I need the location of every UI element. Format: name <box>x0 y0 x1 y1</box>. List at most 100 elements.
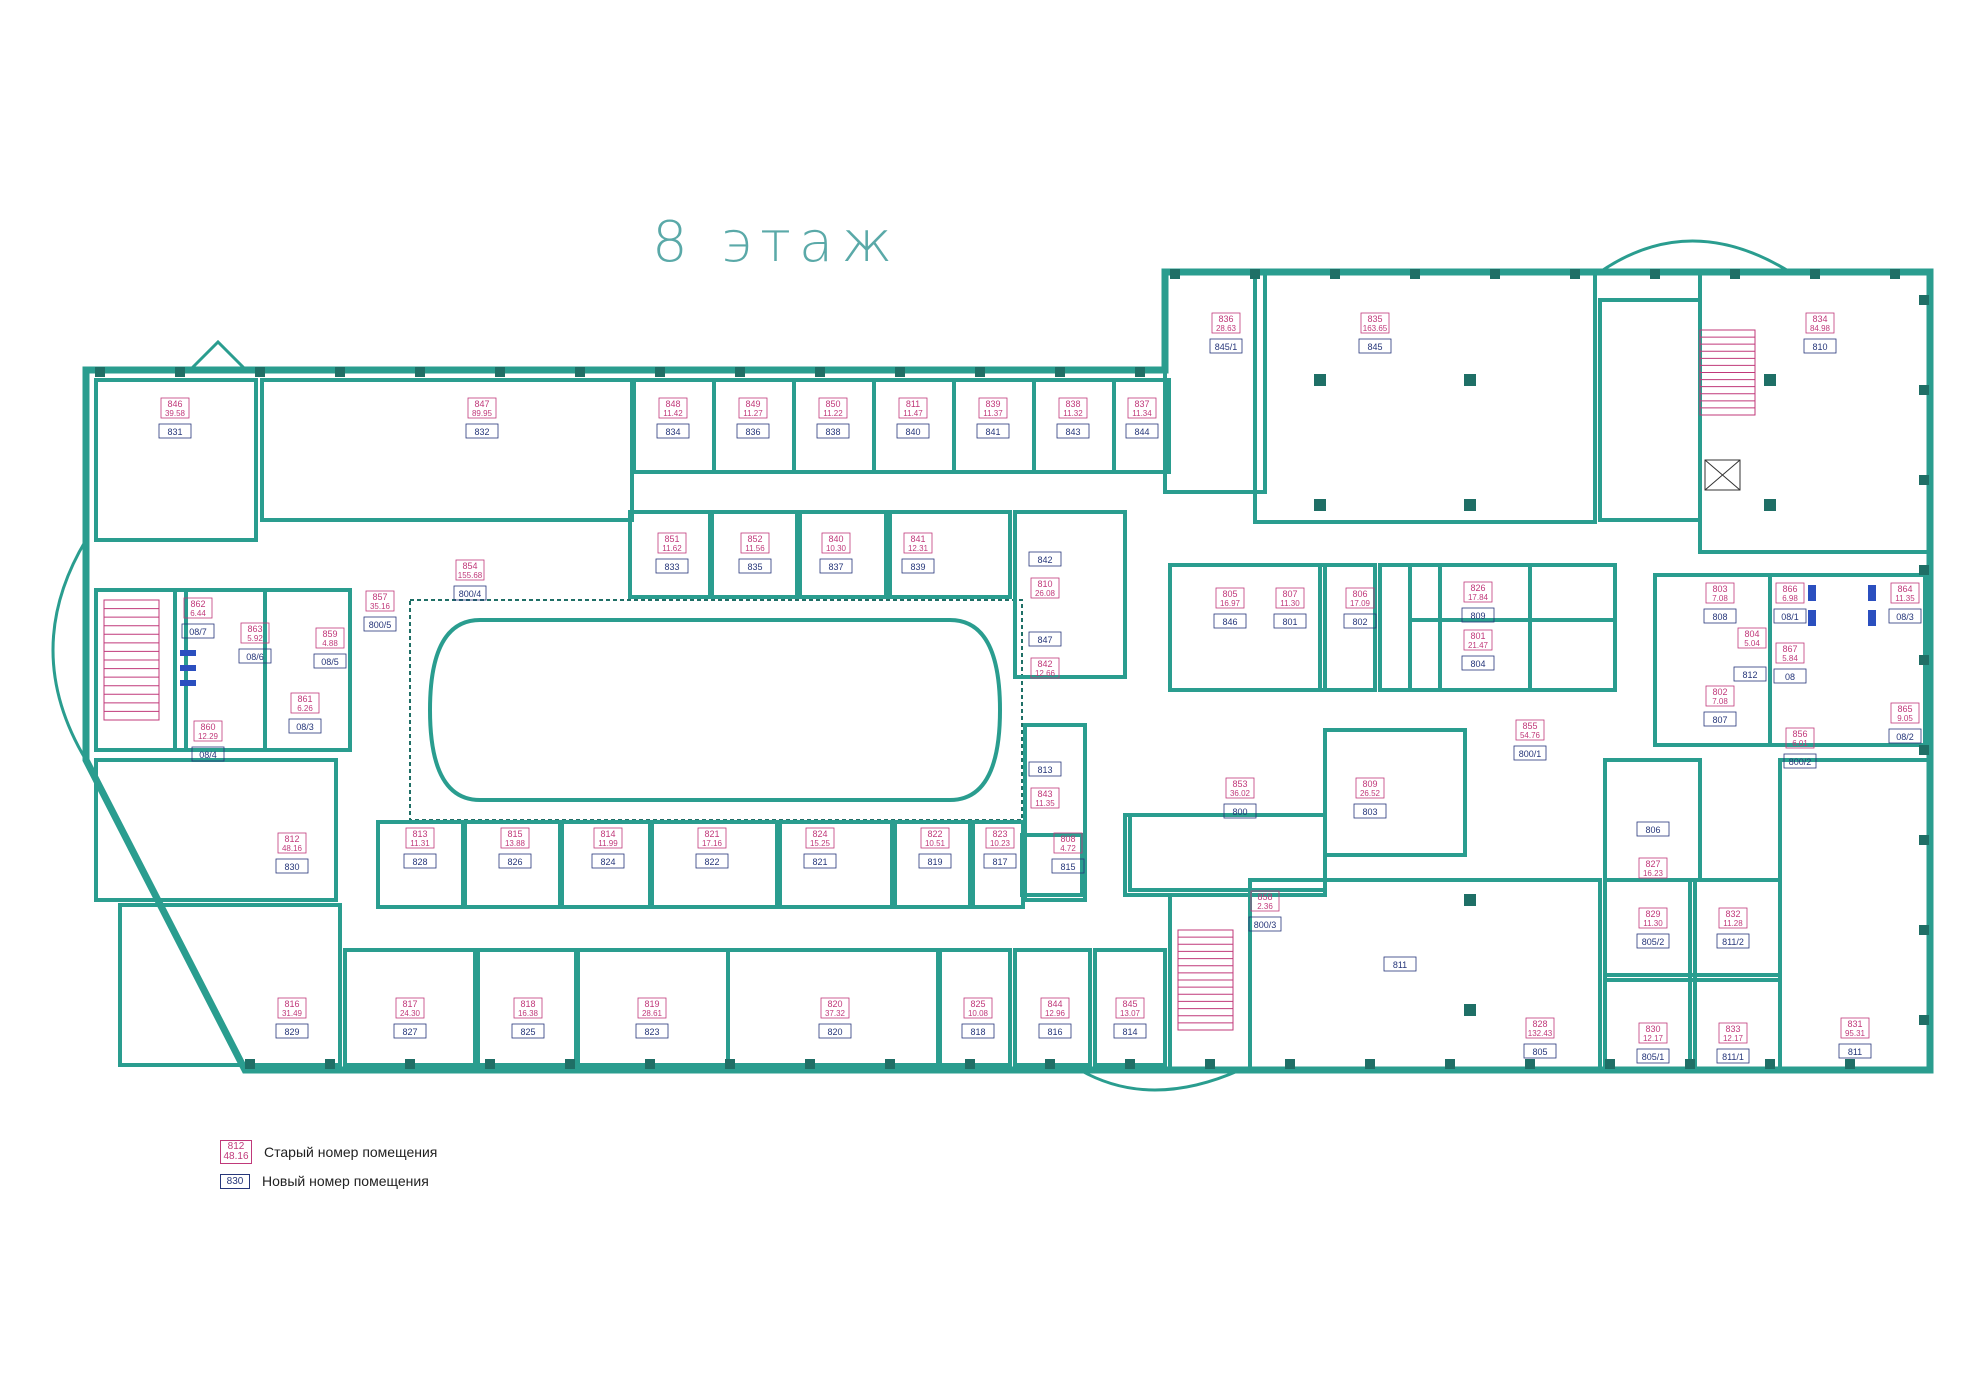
room-label: 806 <box>1636 821 1670 837</box>
column <box>325 1059 335 1069</box>
new-number-box <box>1636 933 1670 949</box>
new-number-box <box>655 558 689 574</box>
new-number-box <box>181 623 215 639</box>
room-831 <box>94 378 258 542</box>
old-room-number: 845 <box>1122 999 1137 1009</box>
column <box>245 1059 255 1069</box>
old-room-area: 39.58 <box>165 409 186 418</box>
new-number-box <box>1461 655 1495 671</box>
wc-fixture <box>180 680 196 686</box>
room-845-1 <box>1163 270 1267 494</box>
office-top <box>792 378 876 474</box>
new-number-box <box>511 1023 545 1039</box>
new-number-box <box>656 423 690 439</box>
old-room-number: 851 <box>664 534 679 544</box>
column <box>1314 374 1326 386</box>
old-room-number: 833 <box>1725 1024 1740 1034</box>
room-842 <box>1013 510 1127 679</box>
old-room-area: 84.98 <box>1810 324 1831 333</box>
new-room-number: 800/3 <box>1254 920 1277 930</box>
new-room-number: 08/3 <box>1896 612 1914 622</box>
new-number-box <box>819 558 853 574</box>
old-room-area: 17.16 <box>702 839 723 848</box>
old-number-box <box>1775 582 1805 604</box>
new-room-number: 08/6 <box>246 652 264 662</box>
old-room-area: 10.30 <box>826 544 847 553</box>
old-number-box <box>818 397 848 419</box>
new-room-number: 800 <box>1232 807 1247 817</box>
room-804 <box>1408 618 1617 692</box>
elevator <box>1704 459 1741 491</box>
column <box>415 367 425 377</box>
column <box>1410 269 1420 279</box>
new-number-box <box>275 858 309 874</box>
old-number-box <box>1127 397 1157 419</box>
old-room-area: 28.63 <box>1216 324 1237 333</box>
old-room-area: 11.37 <box>983 409 1003 418</box>
old-number-box <box>738 397 768 419</box>
new-number-box <box>1773 668 1807 684</box>
new-number-box <box>1383 956 1417 972</box>
column <box>1250 269 1260 279</box>
new-number-box <box>393 1023 427 1039</box>
old-room-area: 10.08 <box>968 1009 989 1018</box>
new-room-number: 811 <box>1393 960 1407 970</box>
old-room-area: 13.88 <box>505 839 526 848</box>
old-room-number: 827 <box>1645 859 1660 869</box>
old-number-box <box>1463 629 1493 651</box>
old-room-number: 858 <box>1257 892 1272 902</box>
new-room-number: 814 <box>1122 1027 1137 1037</box>
new-room-number: 826 <box>507 857 522 867</box>
new-number-box <box>1248 916 1282 932</box>
new-number-box <box>1353 803 1387 819</box>
old-room-area: 6.26 <box>297 704 313 713</box>
old-room-number: 857 <box>372 592 387 602</box>
new-number-box <box>635 1023 669 1039</box>
old-room-number: 810 <box>1037 579 1052 589</box>
old-room-number: 856 <box>1792 729 1807 739</box>
old-room-area: 11.30 <box>1643 919 1663 928</box>
new-room-number: 841 <box>985 427 1000 437</box>
column <box>1125 1059 1135 1069</box>
old-number-box <box>455 559 485 581</box>
column <box>95 367 105 377</box>
old-number-box <box>290 692 320 714</box>
column <box>1314 499 1326 511</box>
legend-old-text: Старый номер помещения <box>264 1144 438 1160</box>
old-room-area: 6.98 <box>1782 594 1798 603</box>
atrium-void <box>427 618 1003 802</box>
old-room-number: 863 <box>247 624 262 634</box>
new-room-number: 845 <box>1367 342 1382 352</box>
new-room-number: 803 <box>1362 807 1377 817</box>
old-room-area: 11.34 <box>1132 409 1152 418</box>
new-room-number: 830 <box>284 862 299 872</box>
new-room-number: 846 <box>1222 617 1237 627</box>
old-number-box <box>277 997 307 1019</box>
old-room-area: 5.04 <box>1744 639 1760 648</box>
new-room-number: 805 <box>1532 1047 1547 1057</box>
old-number-box <box>821 532 851 554</box>
column <box>1330 269 1340 279</box>
column <box>815 367 825 377</box>
old-room-number: 823 <box>992 829 1007 839</box>
column <box>1764 374 1776 386</box>
office-inner-top <box>888 510 1012 599</box>
old-room-area: 5.84 <box>1782 654 1798 663</box>
new-room-number: 08 <box>1785 672 1795 682</box>
old-number-box <box>277 832 307 854</box>
